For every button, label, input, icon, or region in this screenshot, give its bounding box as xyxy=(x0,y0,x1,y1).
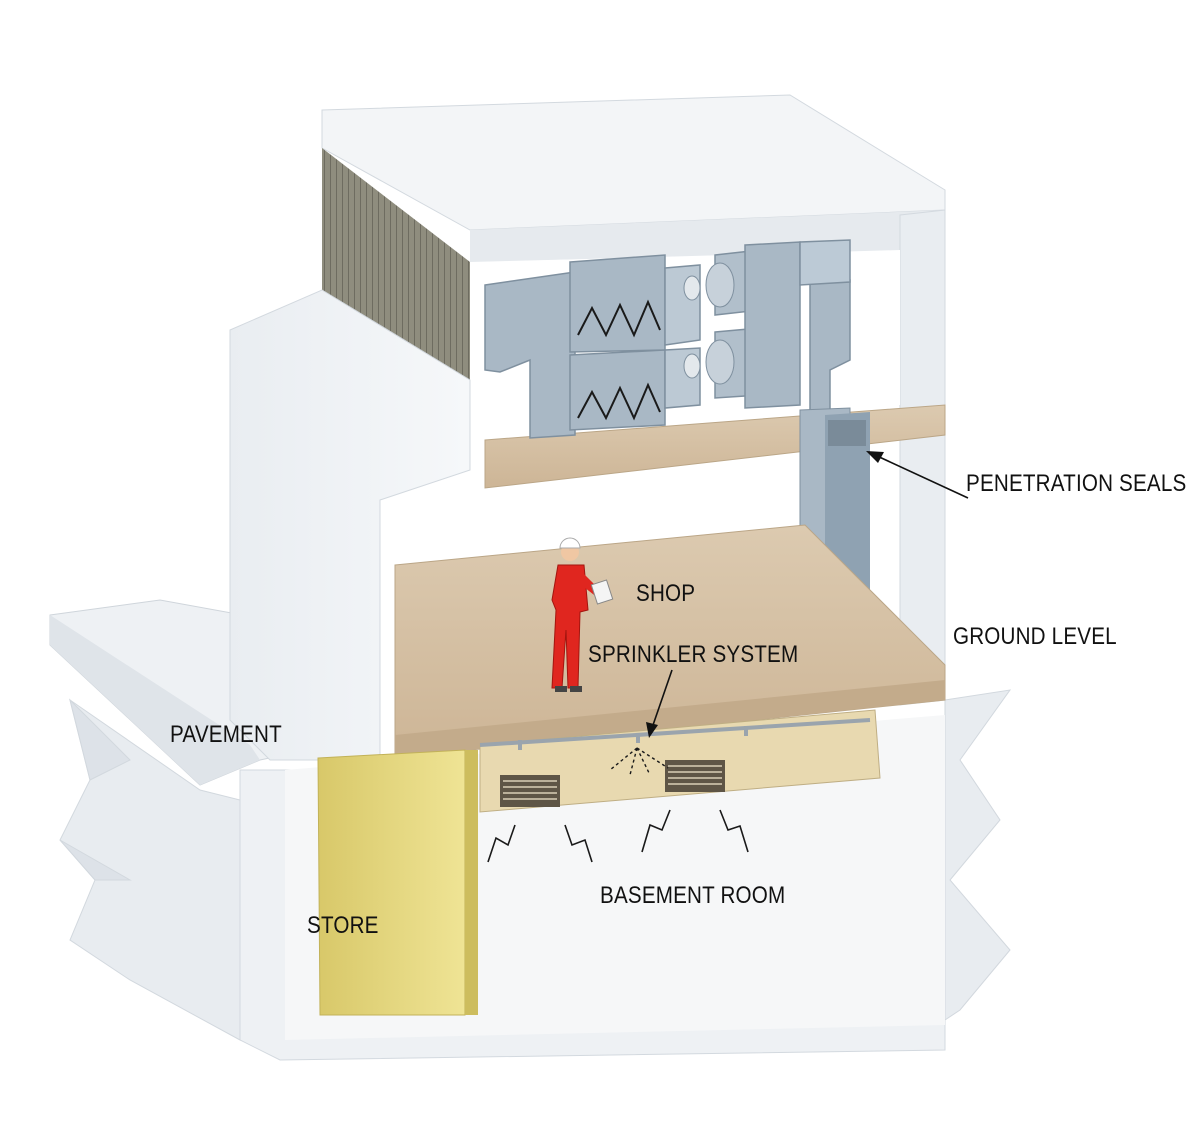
label-ground-level: GROUND LEVEL xyxy=(953,623,1117,650)
penetration-seals-leader xyxy=(866,451,969,499)
spray-lines xyxy=(609,747,669,776)
earth-cutaway-left xyxy=(59,698,241,1041)
worker-figure xyxy=(551,537,614,692)
label-pavement: PAVEMENT xyxy=(170,721,282,748)
label-sprinkler-system: SPRINKLER SYSTEM xyxy=(588,641,799,668)
shop-floor xyxy=(394,524,946,759)
label-basement-room: BASEMENT ROOM xyxy=(600,882,786,909)
penetration-seal-upper xyxy=(828,420,866,446)
label-store: STORE xyxy=(307,912,379,939)
sprinkler-system-leader xyxy=(646,669,673,738)
earth-cutaway-right xyxy=(944,689,1012,1021)
unit-heaters xyxy=(500,760,725,807)
heat-zigzags xyxy=(487,809,749,863)
store-partition xyxy=(317,749,466,1016)
basement xyxy=(285,715,945,1040)
heater-coil-zigzag xyxy=(577,299,661,421)
label-penetration-seals: PENETRATION SEALS xyxy=(966,470,1187,497)
label-shop: SHOP xyxy=(636,580,696,607)
fan-units xyxy=(683,262,735,385)
clipboard-icon xyxy=(590,579,614,605)
